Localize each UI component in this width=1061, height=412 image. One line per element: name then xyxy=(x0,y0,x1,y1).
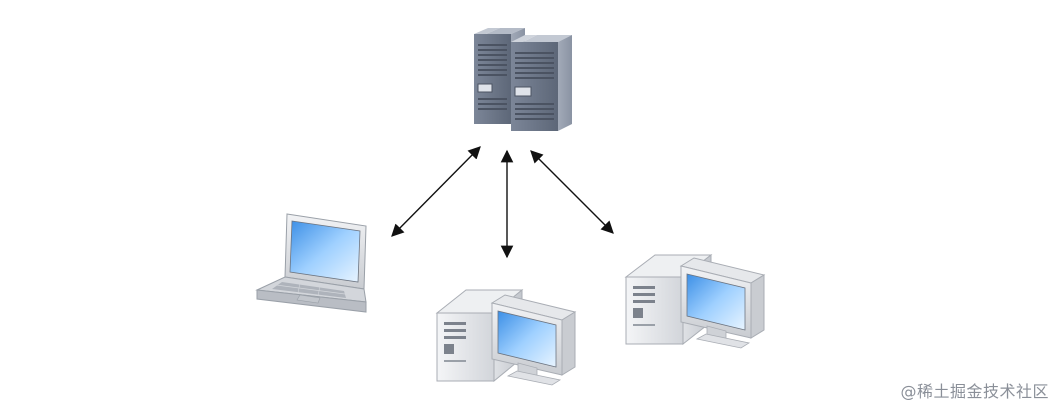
desktop-computer-right-icon xyxy=(624,253,766,349)
connection-arrows xyxy=(391,146,614,259)
laptop-icon xyxy=(255,213,367,313)
arrow-server-desktop-right xyxy=(530,150,614,234)
server-tower-right xyxy=(511,35,572,131)
watermark-text: @稀土掘金技术社区 xyxy=(900,382,1049,401)
arrow-server-laptop xyxy=(391,146,481,237)
server-icon xyxy=(474,28,572,131)
desktop-computer-center-icon xyxy=(435,288,577,386)
